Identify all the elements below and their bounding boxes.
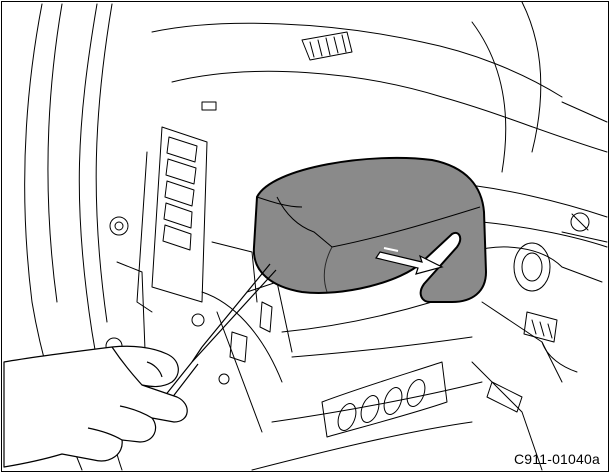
lower-dash-structure: [116, 241, 483, 471]
removable-cover: [252, 156, 488, 303]
wiring-connector: [523, 311, 578, 373]
dash-slot: [201, 101, 217, 111]
lower-vent-openings: [321, 361, 448, 438]
figure-code: C911-01040a: [513, 451, 600, 467]
side-grille-panel: [136, 126, 208, 313]
dashboard-contour: [151, 2, 608, 248]
removal-direction-arrow: [375, 247, 444, 275]
panel-bolt-left: [105, 216, 129, 355]
screwdriver: [151, 263, 277, 417]
steering-column-area: [471, 212, 608, 471]
dashboard-vent: [301, 31, 353, 61]
hand: [3, 345, 188, 468]
